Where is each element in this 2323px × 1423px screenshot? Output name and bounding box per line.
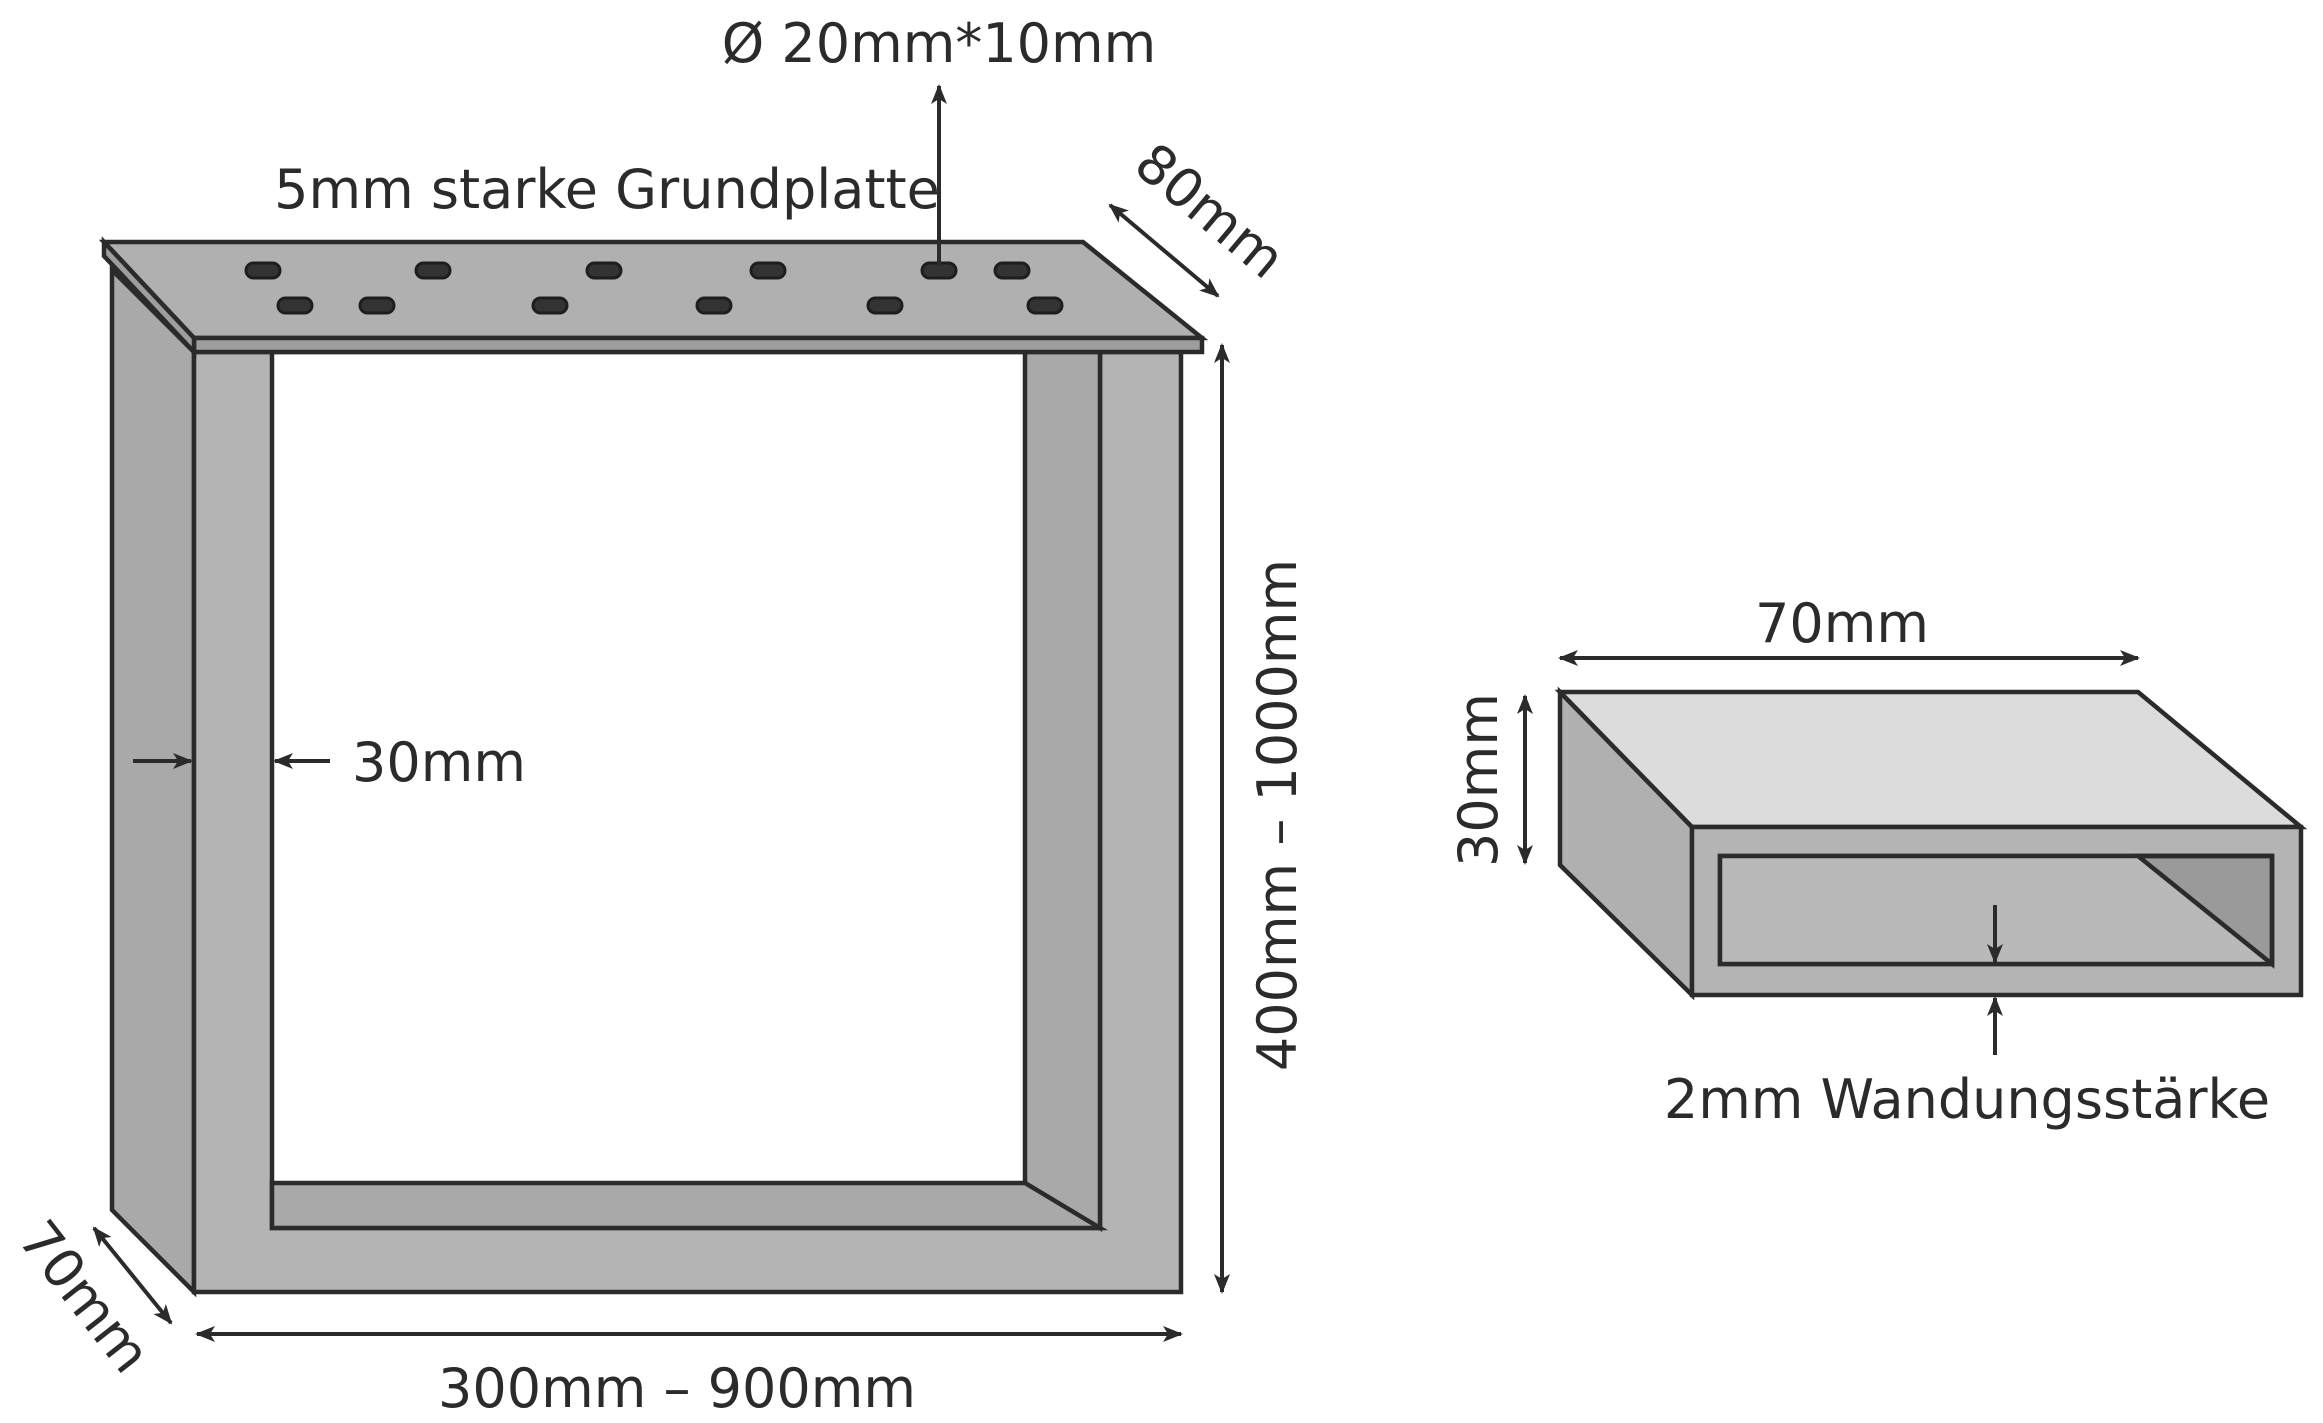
height-label: 400mm – 1000mm	[1246, 559, 1309, 1071]
mounting-slot	[585, 261, 623, 280]
base-plate-top	[98, 239, 1209, 341]
width-label: 300mm – 900mm	[438, 1357, 916, 1420]
plate-depth-label: 80mm	[1123, 131, 1297, 291]
profile-height-label: 30mm	[1447, 693, 1510, 867]
base-plate-left-edge	[101, 236, 197, 358]
mounting-slot	[866, 296, 904, 315]
mounting-slot	[993, 261, 1031, 280]
mounting-slot	[1026, 296, 1064, 315]
profile-drawing: 70mm 30mm 2mm Wandungsstärke	[1447, 592, 2308, 1131]
mounting-slots	[244, 261, 1064, 315]
plate-depth-dimension-arrow	[1108, 203, 1220, 298]
mounting-slot	[531, 296, 569, 315]
leg-inner-right-face	[1022, 349, 1103, 1232]
profile-top-face	[1554, 689, 2308, 830]
leg-left-side-face	[109, 264, 197, 1298]
mounting-slot	[244, 261, 282, 280]
mounting-slot	[358, 296, 396, 315]
mounting-slot	[749, 261, 787, 280]
mounting-slot	[414, 261, 452, 280]
profile-width-label: 70mm	[1755, 592, 1929, 655]
table-leg-drawing: Ø 20mm*10mm 5mm starke Grundplatte 80mm …	[6, 12, 1309, 1420]
mounting-slot	[695, 296, 733, 315]
hole-size-label: Ø 20mm*10mm	[722, 12, 1157, 75]
mounting-slot	[276, 296, 314, 315]
profile-opening-outline	[1717, 853, 2275, 967]
wall-thickness-label: 2mm Wandungsstärke	[1664, 1068, 2270, 1131]
leg-depth-dimension-arrow	[92, 1226, 173, 1325]
profile-width-label: 30mm	[352, 731, 526, 794]
leg-inner-bottom-face	[269, 1180, 1109, 1231]
base-plate-label: 5mm starke Grundplatte	[274, 158, 940, 221]
base-plate-front-edge	[191, 335, 1205, 355]
